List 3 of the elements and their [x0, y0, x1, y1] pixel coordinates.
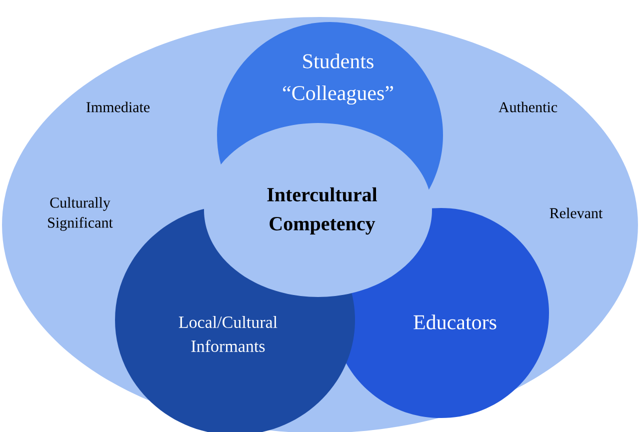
label: Immediate	[86, 102, 150, 112]
label: Authentic	[498, 102, 558, 112]
label: Culturally Significant	[48, 197, 113, 231]
